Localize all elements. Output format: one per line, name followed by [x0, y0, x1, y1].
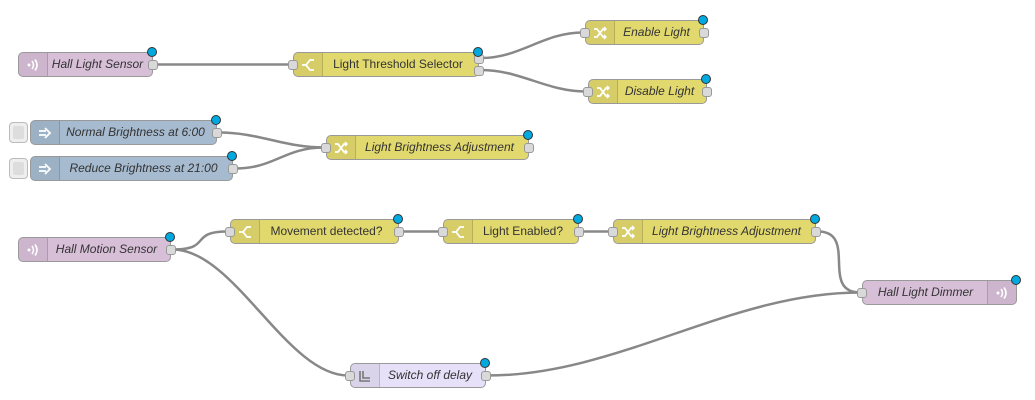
node-label: Hall Light Dimmer: [877, 285, 974, 299]
inject-button[interactable]: [9, 158, 28, 179]
node-label: Light Enabled?: [482, 224, 564, 238]
node-label: Enable Light: [623, 25, 690, 39]
output-port[interactable]: [148, 60, 158, 70]
wire-n8-n9[interactable]: [172, 230, 229, 251]
inject-button[interactable]: [9, 122, 28, 143]
input-port[interactable]: [225, 227, 235, 237]
flow-node-n1[interactable]: Hall Light Sensor: [18, 47, 158, 77]
input-port[interactable]: [857, 288, 867, 298]
wire-n6-n7[interactable]: [234, 146, 325, 170]
output-port[interactable]: [394, 227, 404, 237]
shuffle-icon: [614, 220, 643, 243]
status-dot: [1011, 275, 1021, 285]
input-port[interactable]: [345, 371, 355, 381]
input-port[interactable]: [438, 227, 448, 237]
flow-node-n10[interactable]: Light Enabled?: [438, 214, 584, 244]
status-dot: [393, 214, 403, 224]
status-dot: [147, 47, 157, 57]
flow-node-n8[interactable]: Hall Motion Sensor: [18, 232, 176, 262]
node-label: Switch off delay: [387, 368, 473, 382]
flow-node-n6[interactable]: Reduce Brightness at 21:00: [9, 151, 238, 181]
status-dot: [573, 214, 583, 224]
flow-node-n9[interactable]: Movement detected?: [225, 214, 404, 244]
shuffle-icon: [589, 80, 618, 103]
switch-icon: [444, 220, 473, 243]
wifi-icon: [987, 281, 1016, 304]
arrow-icon: [31, 121, 60, 144]
trigger-icon: [351, 364, 380, 387]
flow-node-n7[interactable]: Light Brightness Adjustment: [321, 130, 534, 160]
flow-node-n11[interactable]: Light Brightness Adjustment: [608, 214, 821, 244]
wire-n2-n3[interactable]: [480, 31, 584, 60]
wire-n5-n7[interactable]: [218, 131, 325, 149]
flow-node-n12[interactable]: Hall Light Dimmer: [857, 275, 1021, 305]
output-port[interactable]: [574, 227, 584, 237]
node-label: Light Brightness Adjustment: [365, 140, 514, 154]
flow-node-n4[interactable]: Disable Light: [583, 74, 712, 104]
node-label: Hall Motion Sensor: [55, 242, 158, 256]
wire-n13-n12[interactable]: [487, 291, 861, 377]
input-port[interactable]: [580, 28, 590, 38]
status-dot: [810, 214, 820, 224]
status-dot: [227, 151, 237, 161]
status-dot: [473, 47, 483, 57]
node-label: Light Threshold Selector: [333, 57, 463, 71]
wifi-icon: [19, 238, 48, 261]
shuffle-icon: [586, 21, 615, 44]
status-dot: [701, 74, 711, 84]
wire-n2-n4[interactable]: [480, 68, 587, 93]
input-port[interactable]: [288, 60, 298, 70]
node-label: Movement detected?: [270, 224, 383, 238]
output-port[interactable]: [524, 143, 534, 153]
flow-node-n3[interactable]: Enable Light: [580, 15, 709, 45]
output-port[interactable]: [699, 28, 709, 38]
node-label: Normal Brightness at 6:00: [66, 125, 205, 139]
node-label: Reduce Brightness at 21:00: [69, 161, 218, 175]
output-port[interactable]: [212, 128, 222, 138]
shuffle-icon: [327, 136, 356, 159]
node-label: Light Brightness Adjustment: [652, 224, 801, 238]
output-port[interactable]: [228, 164, 238, 174]
status-dot: [211, 115, 221, 125]
output-port[interactable]: [811, 227, 821, 237]
flow-node-n2[interactable]: Light Threshold Selector: [288, 47, 484, 77]
wifi-icon: [19, 53, 48, 76]
output-port[interactable]: [702, 87, 712, 97]
node-label: Disable Light: [624, 84, 695, 98]
switch-icon: [294, 53, 323, 76]
flow-node-n13[interactable]: Switch off delay: [345, 358, 491, 388]
input-port[interactable]: [583, 87, 593, 97]
switch-icon: [231, 220, 260, 243]
node-label: Hall Light Sensor: [51, 57, 144, 71]
output-port[interactable]: [474, 66, 484, 76]
input-port[interactable]: [608, 227, 618, 237]
wire-n8-n13[interactable]: [172, 248, 349, 377]
status-dot: [698, 15, 708, 25]
wire-n11-n12[interactable]: [817, 230, 861, 294]
input-port[interactable]: [321, 143, 331, 153]
output-port[interactable]: [166, 245, 176, 255]
status-dot: [523, 130, 533, 140]
status-dot: [480, 358, 490, 368]
status-dot: [165, 232, 175, 242]
arrow-icon: [31, 157, 60, 180]
output-port[interactable]: [481, 371, 491, 381]
flow-node-n5[interactable]: Normal Brightness at 6:00: [9, 115, 222, 145]
